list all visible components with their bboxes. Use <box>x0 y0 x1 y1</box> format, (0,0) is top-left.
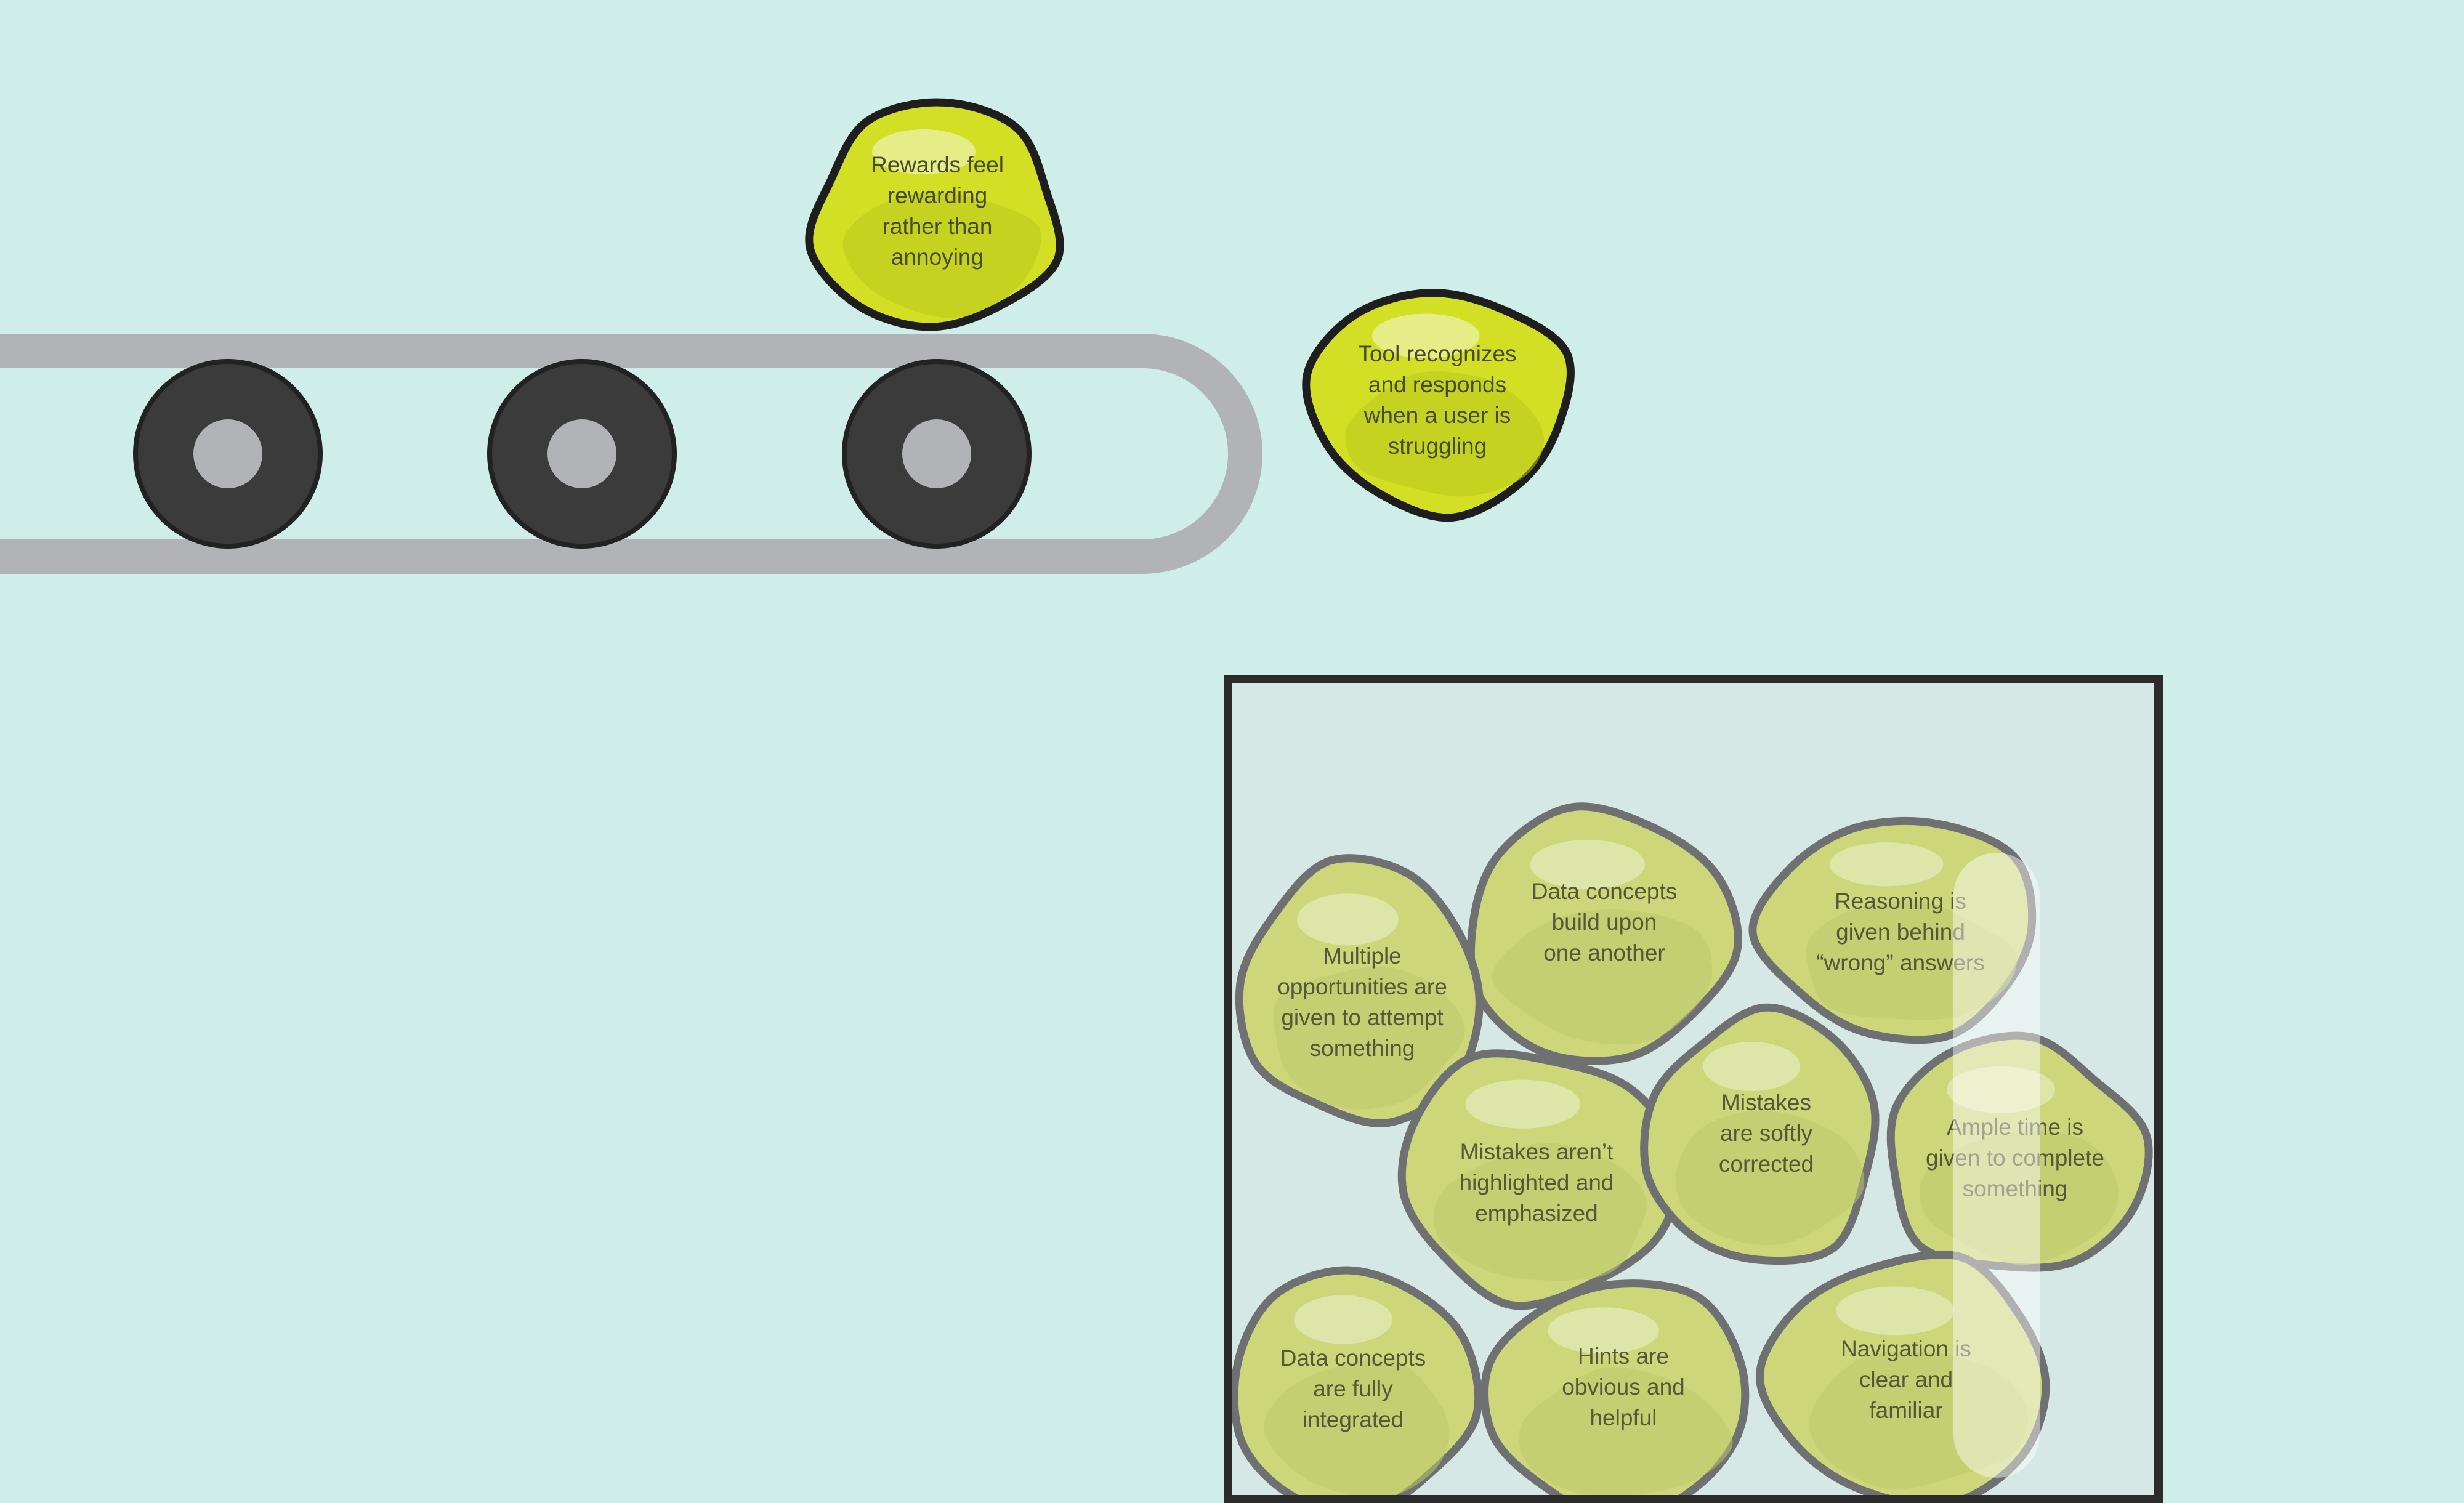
blob-highlight <box>1465 1079 1581 1129</box>
wheel-hub <box>193 419 262 488</box>
blob-label-line: and responds <box>1368 372 1506 397</box>
blob-label-line: are softly <box>1720 1121 1813 1146</box>
blob-highlight <box>1548 1307 1659 1354</box>
blob-label-line: given to complete <box>1926 1145 2104 1171</box>
blob-highlight <box>1703 1042 1801 1091</box>
blob-label-line: rather than <box>883 214 993 239</box>
blob-shade <box>1809 1351 2028 1490</box>
blob-label-line: Rewards feel <box>871 152 1004 177</box>
blob-label-line: Hints are <box>1578 1344 1669 1369</box>
jar-items: Data concepts build upon one another Reason… <box>1232 802 2153 1496</box>
blob-struggling: Tool recognizes and responds when a user i… <box>1302 289 1575 522</box>
blob-label-line: highlighted and <box>1460 1170 1614 1195</box>
blob-label-line: annoying <box>891 244 984 270</box>
blob-label-line: familiar <box>1869 1398 1942 1423</box>
blob-shade <box>1519 1367 1733 1496</box>
blob-label-line: Navigation is <box>1841 1336 1971 1361</box>
blob-label-line: build upon <box>1552 909 1657 935</box>
blob-label-line: obvious and <box>1562 1374 1685 1400</box>
blob-label-line: one another <box>1543 940 1665 965</box>
belt-loop <box>0 334 1262 574</box>
blob-hints: Hints are obvious and helpful <box>1480 1279 1750 1496</box>
blob-shade <box>1263 1359 1450 1496</box>
blob-label-line: helpful <box>1589 1405 1657 1430</box>
blob-label-line: clear and <box>1859 1367 1953 1392</box>
blob-label-line: emphasized <box>1475 1201 1598 1226</box>
blob-label-line: rewarding <box>887 183 987 208</box>
blob-label-line: corrected <box>1719 1151 1814 1177</box>
blob-label-line: Multiple <box>1323 943 1402 969</box>
blob-mistakes-highlighted: Mistakes aren’t highlighted and emphasized <box>1397 1049 1682 1310</box>
blob-data-build: Data concepts build upon one another <box>1466 802 1742 1065</box>
blob-label-line: Data concepts <box>1280 1345 1426 1371</box>
blob-label-line: given to attempt <box>1281 1005 1444 1030</box>
blob-shade <box>1920 1131 2119 1265</box>
blob-label-line: integrated <box>1303 1407 1404 1432</box>
blob-label-line: are fully <box>1313 1376 1393 1401</box>
blob-label-line: struggling <box>1388 433 1487 459</box>
blob-label-line: Mistakes aren’t <box>1460 1139 1614 1164</box>
blob-label-line: Mistakes <box>1721 1090 1811 1115</box>
blob-label-line: Ample time is <box>1947 1114 2083 1140</box>
blob-navigation: Navigation is clear and familiar <box>1755 1251 2050 1496</box>
blob-reasoning: Reasoning is given behind “wrong” answers <box>1748 816 2037 1044</box>
blob-label-line: something <box>1963 1176 2068 1201</box>
blob-label-line: opportunities are <box>1277 974 1447 999</box>
jar: Data concepts build upon one another Reason… <box>1224 675 2163 1503</box>
wheel-hub <box>902 419 971 488</box>
blob-highlight <box>1946 1066 2056 1113</box>
blob-label-line: something <box>1310 1036 1415 1061</box>
wheel-hub <box>547 419 616 488</box>
blob-shade <box>1274 966 1465 1110</box>
blob-highlight <box>1294 1295 1392 1344</box>
blob-shade <box>1345 371 1545 497</box>
blob-label-line: Reasoning is <box>1835 889 1966 914</box>
belt-wheels <box>133 359 1032 549</box>
blob-highlight <box>1829 842 1944 887</box>
blob-label-line: when a user is <box>1363 403 1511 428</box>
blob-label-line: given behind <box>1836 919 1965 945</box>
blob-label-line: Tool recognizes <box>1358 341 1516 366</box>
blob-mistakes-soft: Mistakes are softly corrected <box>1640 1003 1880 1265</box>
blob-highlight <box>1530 840 1646 889</box>
conveyor-belt <box>0 334 1262 574</box>
jar-frame <box>1224 675 2163 1503</box>
blob-highlight <box>1836 1286 1954 1336</box>
blob-highlight <box>872 129 976 174</box>
blob-highlight <box>1371 313 1480 358</box>
blob-ample-time: Ample time is given to complete something <box>1886 1031 2153 1272</box>
blob-shade <box>1676 1110 1865 1246</box>
jar-glare <box>1953 853 2040 1478</box>
blob-multiple: Multiple opportunities are given to attemp… <box>1235 854 1484 1127</box>
blob-label-line: “wrong” answers <box>1816 950 1984 975</box>
falling-items: Rewards feel rewarding rather than annoying… <box>805 98 1575 522</box>
blob-highlight <box>1297 893 1399 946</box>
blob-data-integrated: Data concepts are fully integrated <box>1232 1266 1483 1496</box>
blob-shade <box>1806 900 2018 1020</box>
blob-label-line: Data concepts <box>1532 879 1678 904</box>
blob-rewards: Rewards feel rewarding rather than annoying <box>805 98 1064 331</box>
blob-shade <box>842 193 1041 318</box>
blob-shade <box>1492 909 1713 1045</box>
blob-shade <box>1433 1143 1647 1281</box>
